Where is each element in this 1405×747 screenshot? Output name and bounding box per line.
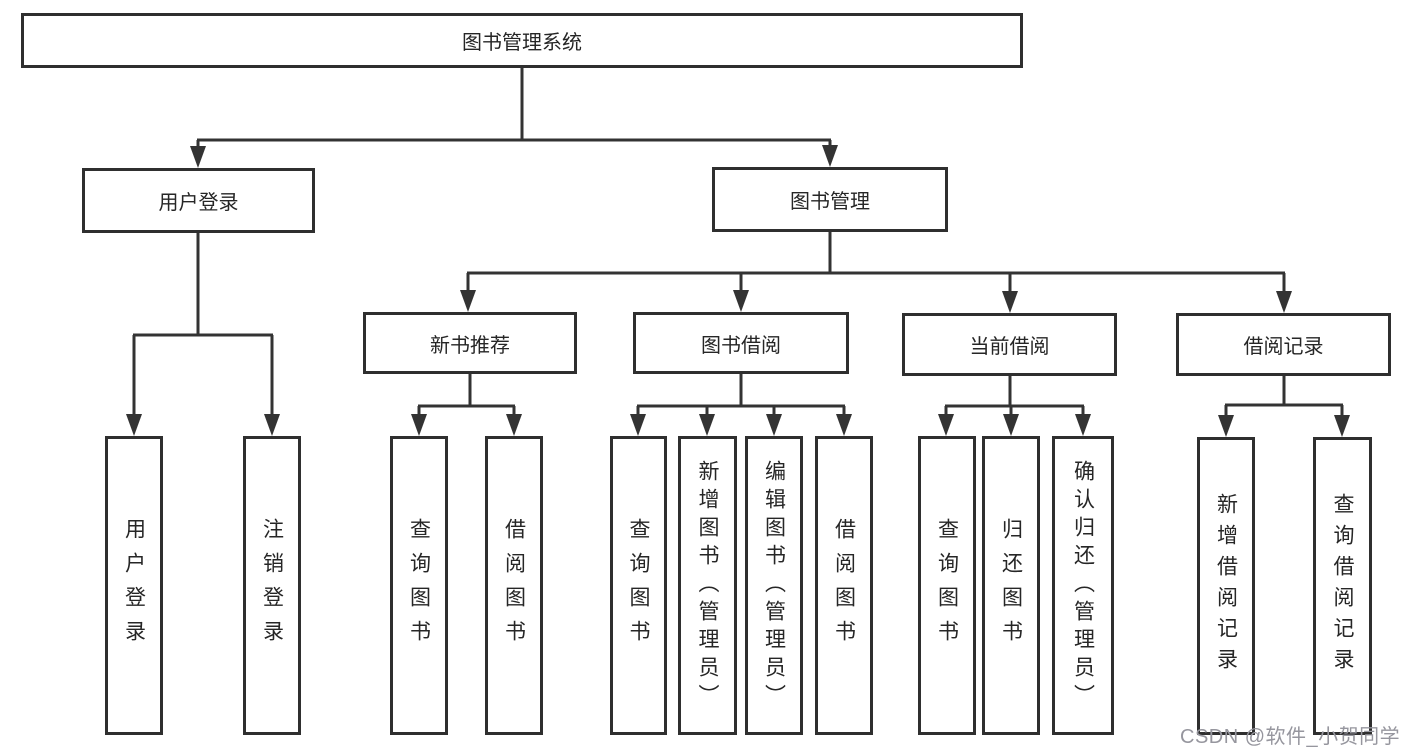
arrowhead-down (1002, 291, 1018, 313)
connector-book-borrow-to-leaves (630, 374, 852, 436)
arrowhead-down (1218, 415, 1234, 437)
leaf-label: 查询借阅记录 (1331, 493, 1354, 679)
arrowhead-down (411, 414, 427, 436)
leaf-label: 查询图书 (627, 517, 650, 654)
leaf-borrow-books: 借阅图书 (815, 436, 873, 735)
leaf-label: 借阅图书 (502, 517, 526, 654)
leaf-label: 新增借阅记录 (1214, 493, 1238, 679)
connector-line (417, 374, 516, 416)
leaf-logout: 注销登录 (243, 436, 301, 735)
connector-current-borrow-to-leaves (938, 376, 1091, 436)
leaf-label: 查询图书 (935, 517, 959, 654)
leaf-query-books-recommend: 查询图书 (390, 436, 448, 735)
arrowhead-down (836, 414, 852, 436)
leaf-label: 编辑图书（管理员） (762, 459, 786, 712)
arrowhead-down (126, 414, 142, 436)
leaf-label: 归还图书 (999, 517, 1023, 654)
leaf-query-books-borrow: 查询图书 (610, 436, 667, 735)
node-book-management: 图书管理 (712, 167, 948, 232)
arrowhead-down (938, 414, 954, 436)
connector-root-to-level2 (190, 68, 838, 168)
leaf-label: 新增图书（管理员） (696, 459, 719, 712)
leaf-label: 确认归还（管理员） (1071, 459, 1095, 712)
leaf-add-borrow-record: 新增借阅记录 (1197, 437, 1255, 735)
connector-line (944, 376, 1085, 416)
connector-new-book-to-leaves (411, 374, 522, 436)
leaf-label: 用户登录 (122, 517, 146, 654)
node-borrow-records: 借阅记录 (1176, 313, 1391, 376)
connector-user-login-to-leaves (126, 233, 280, 436)
node-library-management-system: 图书管理系统 (21, 13, 1023, 68)
leaf-edit-book-admin: 编辑图书（管理员） (745, 436, 803, 735)
arrowhead-down (1276, 291, 1292, 313)
arrowhead-down (822, 145, 838, 167)
connector-line (1224, 376, 1344, 416)
arrowhead-down (630, 414, 646, 436)
leaf-label: 注销登录 (260, 517, 284, 654)
leaf-query-books-current: 查询图书 (918, 436, 976, 735)
connector-borrow-records-to-leaves (1218, 376, 1350, 437)
leaf-borrow-books-recommend: 借阅图书 (485, 436, 543, 735)
leaf-add-book-admin: 新增图书（管理员） (678, 436, 737, 735)
arrowhead-down (460, 290, 476, 312)
arrowhead-down (733, 290, 749, 312)
connector-line (466, 232, 1286, 293)
csdn-watermark: CSDN @软件_小贺同学 (1180, 726, 1401, 747)
connector-book-management-to-level3 (460, 232, 1292, 313)
leaf-return-book: 归还图书 (982, 436, 1040, 735)
arrowhead-down (699, 414, 715, 436)
node-book-borrow: 图书借阅 (633, 312, 849, 374)
arrowhead-down (190, 146, 206, 168)
node-new-book-recommend: 新书推荐 (363, 312, 577, 374)
arrowhead-down (1334, 415, 1350, 437)
node-user-login: 用户登录 (82, 168, 315, 233)
arrowhead-down (766, 414, 782, 436)
node-current-borrow: 当前借阅 (902, 313, 1117, 376)
arrowhead-down (1003, 414, 1019, 436)
leaf-confirm-return-admin: 确认归还（管理员） (1052, 436, 1114, 735)
arrowhead-down (506, 414, 522, 436)
leaf-user-login: 用户登录 (105, 436, 163, 735)
arrowhead-down (1075, 414, 1091, 436)
connector-line (636, 374, 846, 416)
leaf-query-borrow-record: 查询借阅记录 (1313, 437, 1372, 735)
leaf-label: 查询图书 (407, 517, 431, 654)
arrowhead-down (264, 414, 280, 436)
connector-line (196, 68, 832, 148)
leaf-label: 借阅图书 (832, 517, 856, 654)
connector-line (132, 233, 274, 416)
